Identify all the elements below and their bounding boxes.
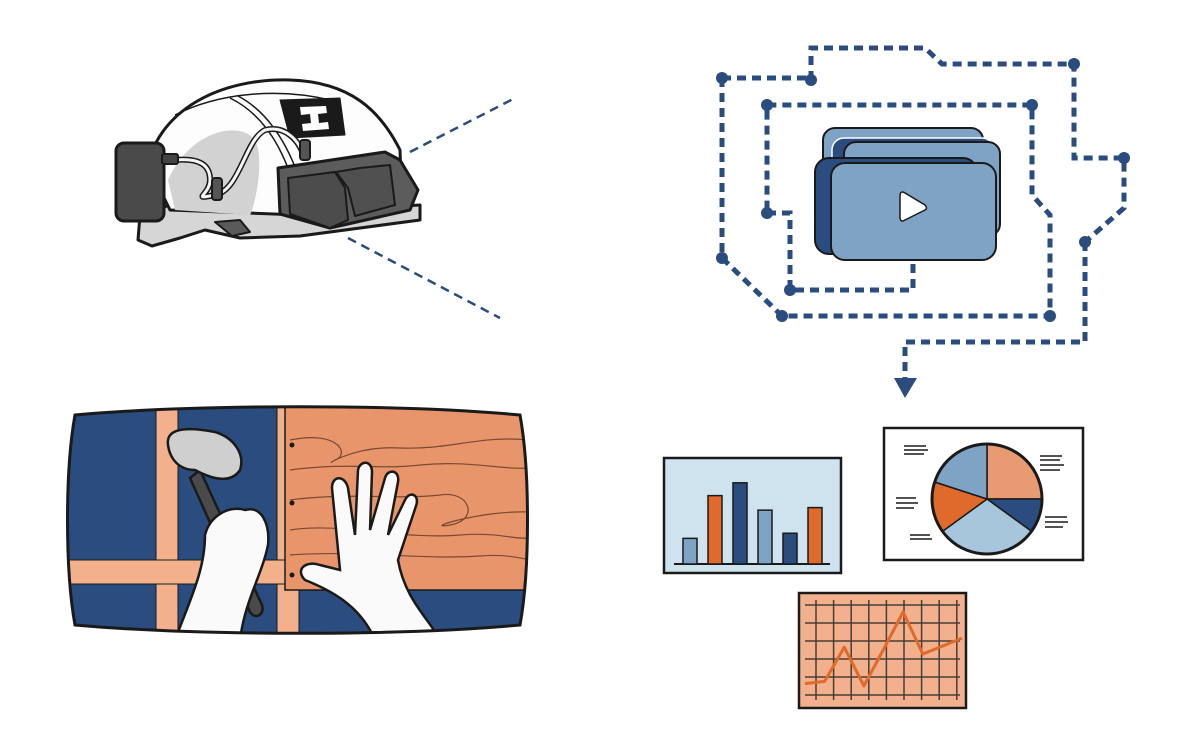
bar: [757, 509, 773, 565]
video-stack-icon: [814, 127, 1001, 261]
helmet-camera-icon: [114, 78, 422, 248]
pie-outline: [930, 442, 1044, 556]
bar: [707, 494, 723, 565]
hammer-hands-icon: [66, 405, 529, 635]
bar: [732, 482, 748, 565]
camera-view-rays: [347, 96, 516, 320]
bar: [782, 532, 798, 565]
line-series: [804, 610, 963, 688]
bar: [682, 537, 698, 565]
bar: [807, 506, 823, 565]
arrow-down-icon: [894, 378, 917, 398]
bar-chart-icon: [662, 456, 843, 575]
helmet-logo: [279, 97, 346, 139]
video-network-diagram: [716, 45, 1130, 398]
play-icon: [899, 191, 928, 222]
line-chart-icon: [797, 591, 968, 710]
pie-chart-icon: [882, 426, 1085, 562]
pie-legend-lines: [896, 445, 1068, 540]
